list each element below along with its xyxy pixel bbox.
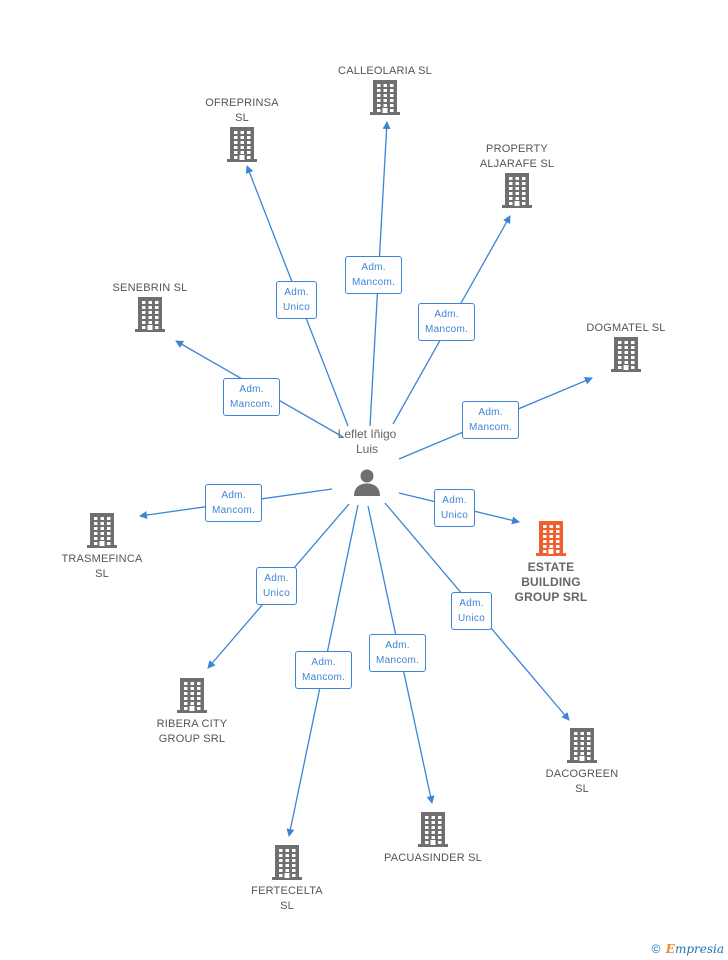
company-calleolaria[interactable]: CALLEOLARIA SL bbox=[320, 64, 450, 115]
role-label-senebrin: Adm. Mancom. bbox=[223, 378, 281, 416]
building-icon bbox=[272, 845, 302, 880]
building-icon bbox=[135, 297, 165, 332]
role-label-fertecelta: Adm. Mancom. bbox=[295, 651, 353, 689]
role-label-dacogreen: Adm. Unico bbox=[451, 592, 493, 630]
company-label: RIBERA CITY GROUP SRL bbox=[156, 718, 228, 745]
copyright-symbol: © bbox=[651, 942, 661, 956]
role-label-ribera: Adm. Unico bbox=[256, 567, 298, 605]
company-label: CALLEOLARIA SL bbox=[338, 65, 432, 77]
company-estate-building[interactable]: ESTATE BUILDING GROUP SRL bbox=[486, 520, 616, 605]
building-icon bbox=[227, 127, 257, 162]
building-icon bbox=[502, 173, 532, 208]
role-label-property: Adm. Mancom. bbox=[418, 303, 476, 341]
company-label: PACUASINDER SL bbox=[384, 852, 482, 864]
building-icon bbox=[177, 678, 207, 713]
role-label-estate: Adm. Unico bbox=[434, 489, 476, 527]
building-icon bbox=[536, 521, 566, 556]
company-label: OFREPRINSA SL bbox=[205, 97, 279, 124]
empresia-footer[interactable]: © Empresia bbox=[652, 942, 724, 956]
role-label-pacuasinder: Adm. Mancom. bbox=[369, 634, 427, 672]
role-label-calleolaria: Adm. Mancom. bbox=[345, 256, 403, 294]
empresia-logo: Empresia bbox=[665, 942, 724, 956]
company-ofreprinsa[interactable]: OFREPRINSA SL bbox=[177, 96, 307, 162]
role-label-trasmefinca: Adm. Mancom. bbox=[205, 484, 263, 522]
company-label: TRASMEFINCA SL bbox=[61, 553, 143, 580]
company-dogmatel[interactable]: DOGMATEL SL bbox=[561, 321, 691, 372]
center-person[interactable]: Leflet Iñigo Luis bbox=[307, 427, 427, 497]
building-icon bbox=[418, 812, 448, 847]
building-icon bbox=[370, 80, 400, 115]
company-label: PROPERTY ALJARAFE SL bbox=[479, 143, 555, 170]
role-label-dogmatel: Adm. Mancom. bbox=[462, 401, 520, 439]
company-label: SENEBRIN SL bbox=[112, 282, 188, 294]
company-ribera-city[interactable]: RIBERA CITY GROUP SRL bbox=[127, 677, 257, 747]
company-label: DACOGREEN SL bbox=[545, 768, 619, 795]
building-icon bbox=[567, 728, 597, 763]
company-label: DOGMATEL SL bbox=[586, 322, 666, 334]
company-label: FERTECELTA SL bbox=[251, 885, 323, 912]
building-icon bbox=[611, 337, 641, 372]
person-name: Leflet Iñigo Luis bbox=[337, 427, 397, 456]
company-dacogreen[interactable]: DACOGREEN SL bbox=[517, 727, 647, 797]
company-pacuasinder[interactable]: PACUASINDER SL bbox=[368, 811, 498, 866]
company-label: ESTATE BUILDING GROUP SRL bbox=[514, 560, 588, 604]
building-icon bbox=[87, 513, 117, 548]
person-icon bbox=[354, 469, 380, 496]
company-property-aljarafe[interactable]: PROPERTY ALJARAFE SL bbox=[452, 142, 582, 208]
company-senebrin[interactable]: SENEBRIN SL bbox=[85, 281, 215, 332]
role-label-ofreprinsa: Adm. Unico bbox=[276, 281, 318, 319]
company-trasmefinca[interactable]: TRASMEFINCA SL bbox=[37, 512, 167, 582]
company-fertecelta[interactable]: FERTECELTA SL bbox=[222, 844, 352, 914]
